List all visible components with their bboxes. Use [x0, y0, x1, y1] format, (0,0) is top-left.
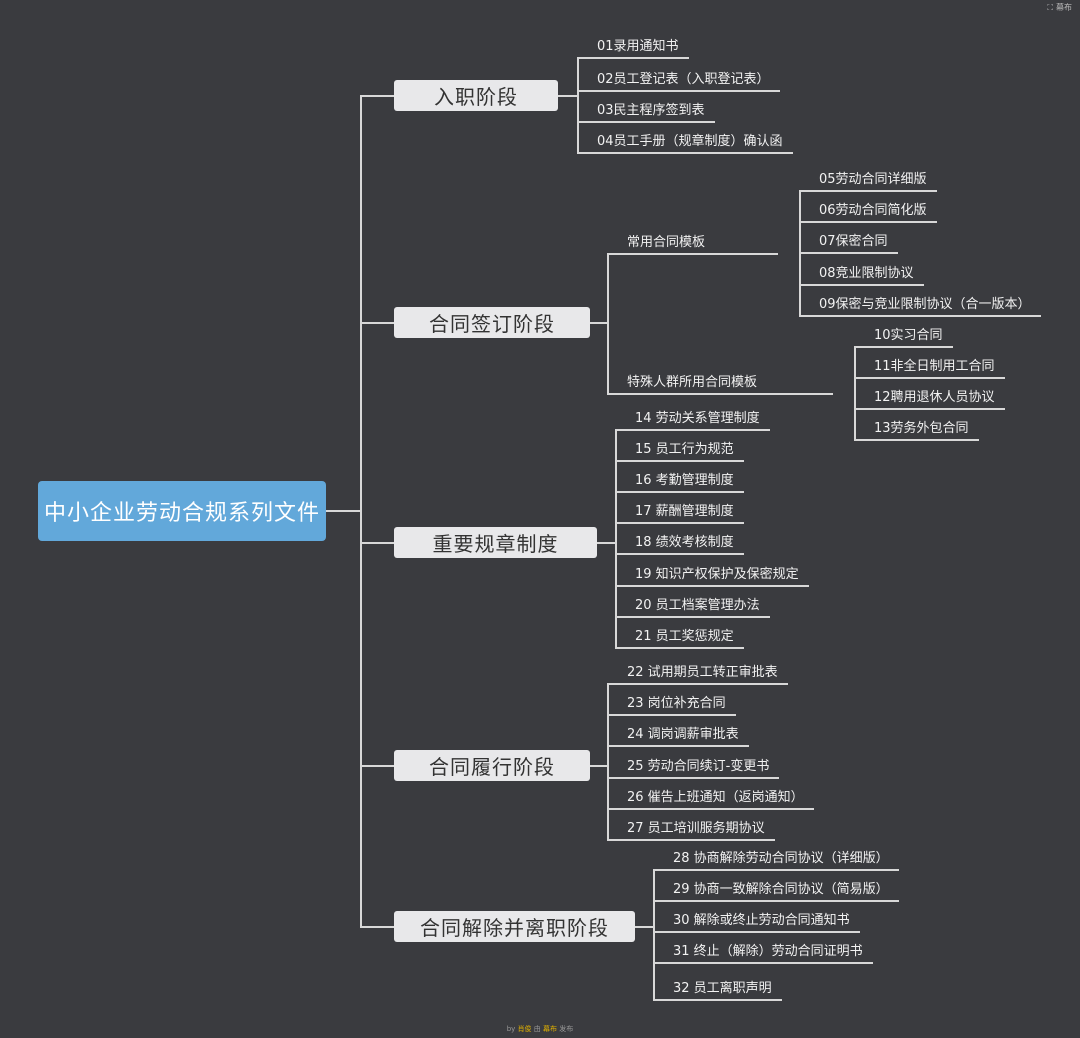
leaf-item[interactable]: 06劳动合同简化版 — [799, 201, 937, 223]
leaf-item[interactable]: 09保密与竞业限制协议（合一版本） — [799, 295, 1041, 317]
leaf-item[interactable]: 27 员工培训服务期协议 — [607, 819, 775, 841]
leaf-item[interactable]: 25 劳动合同续订-变更书 — [607, 757, 780, 779]
branch-node[interactable]: 重要规章制度 — [394, 527, 597, 558]
branch-node[interactable]: 入职阶段 — [394, 80, 558, 111]
leaf-item[interactable]: 22 试用期员工转正审批表 — [607, 663, 788, 685]
leaf-item[interactable]: 18 绩效考核制度 — [615, 533, 744, 555]
leaf-item[interactable]: 05劳动合同详细版 — [799, 170, 937, 192]
connector — [326, 510, 360, 512]
leaf-item[interactable]: 16 考勤管理制度 — [615, 471, 744, 493]
mindmap-icon: ⛶ — [1047, 2, 1053, 12]
leaf-item[interactable]: 01录用通知书 — [577, 37, 689, 59]
connector — [360, 322, 394, 324]
leaf-item[interactable]: 07保密合同 — [799, 232, 898, 254]
footer-mid: 由 — [533, 1025, 541, 1033]
connector — [558, 95, 577, 97]
leaf-item[interactable]: 02员工登记表（入职登记表） — [577, 70, 780, 92]
leaf-item[interactable]: 20 员工档案管理办法 — [615, 596, 770, 618]
connector — [597, 542, 615, 544]
connector — [590, 765, 607, 767]
leaf-item[interactable]: 04员工手册（规章制度）确认函 — [577, 132, 793, 154]
leaf-item[interactable]: 21 员工奖惩规定 — [615, 627, 744, 649]
connector — [577, 57, 579, 152]
leaf-item[interactable]: 32 员工离职声明 — [653, 979, 782, 1001]
connector — [653, 869, 655, 999]
leaf-item[interactable]: 08竞业限制协议 — [799, 264, 924, 286]
leaf-item[interactable]: 23 岗位补充合同 — [607, 694, 736, 716]
footer-by: by — [506, 1025, 516, 1033]
branch-node[interactable]: 合同签订阶段 — [394, 307, 590, 338]
leaf-item[interactable]: 03民主程序签到表 — [577, 101, 715, 123]
connector — [360, 95, 394, 97]
leaf-item[interactable]: 30 解除或终止劳动合同通知书 — [653, 911, 860, 933]
brand: ⛶ 幕布 — [1047, 2, 1072, 13]
footer-author[interactable]: 肖俊 — [517, 1025, 532, 1033]
connector — [854, 346, 856, 439]
connector — [607, 253, 609, 393]
footer: by 肖俊 由 幕布 发布 — [0, 1024, 1080, 1034]
connector — [360, 926, 394, 928]
leaf-item[interactable]: 24 调岗调薪审批表 — [607, 725, 749, 747]
leaf-item[interactable]: 14 劳动关系管理制度 — [615, 409, 770, 431]
connector — [607, 683, 609, 839]
root-node[interactable]: 中小企业劳动合规系列文件 — [38, 481, 326, 541]
footer-platform[interactable]: 幕布 — [543, 1025, 558, 1033]
subgroup-node[interactable]: 常用合同模板 — [607, 233, 778, 255]
branch-node[interactable]: 合同履行阶段 — [394, 750, 590, 781]
connector — [360, 542, 394, 544]
brand-label: 幕布 — [1056, 3, 1072, 12]
leaf-item[interactable]: 29 协商一致解除合同协议（简易版） — [653, 880, 899, 902]
leaf-item[interactable]: 31 终止（解除）劳动合同证明书 — [653, 942, 873, 964]
trunk-connector — [360, 96, 362, 927]
leaf-item[interactable]: 17 薪酬管理制度 — [615, 502, 744, 524]
leaf-item[interactable]: 13劳务外包合同 — [854, 419, 979, 441]
leaf-item[interactable]: 19 知识产权保护及保密规定 — [615, 565, 809, 587]
connector — [615, 429, 617, 647]
leaf-item[interactable]: 28 协商解除劳动合同协议（详细版） — [653, 849, 899, 871]
connector — [360, 765, 394, 767]
connector — [635, 926, 653, 928]
subgroup-node[interactable]: 特殊人群所用合同模板 — [607, 373, 833, 395]
leaf-item[interactable]: 15 员工行为规范 — [615, 440, 744, 462]
leaf-item[interactable]: 26 催告上班通知（返岗通知） — [607, 788, 814, 810]
footer-end: 发布 — [559, 1025, 574, 1033]
leaf-item[interactable]: 10实习合同 — [854, 326, 953, 348]
leaf-item[interactable]: 11非全日制用工合同 — [854, 357, 1005, 379]
connector — [590, 322, 607, 324]
branch-node[interactable]: 合同解除并离职阶段 — [394, 911, 635, 942]
leaf-item[interactable]: 12聘用退休人员协议 — [854, 388, 1005, 410]
